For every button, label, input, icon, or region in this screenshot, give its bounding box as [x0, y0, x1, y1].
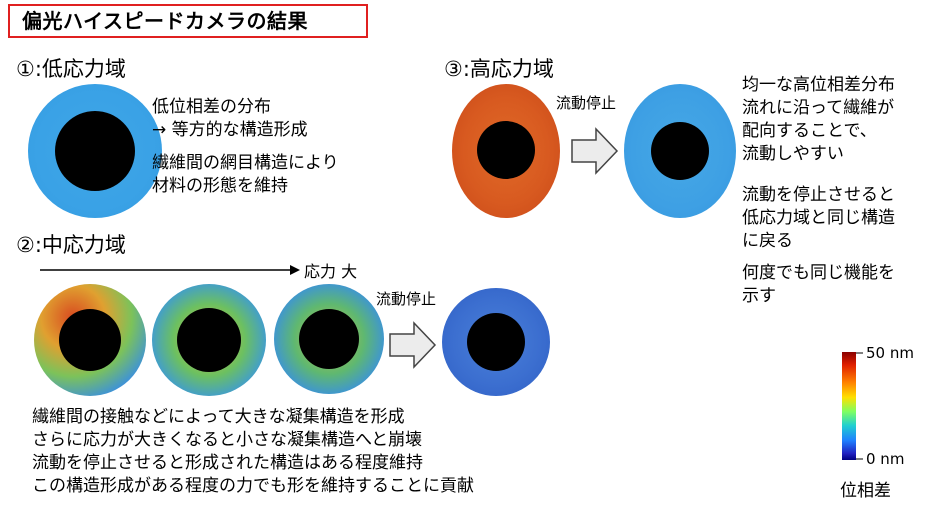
colorbar-min-label: 0 nm: [866, 450, 905, 468]
section1-desc1-line: → 等方的な構造形成: [152, 120, 308, 140]
section2-flow-stop-label: 流動停止: [376, 290, 437, 308]
colorbar: [842, 352, 856, 460]
right-text-block3: 何度でも同じ機能を 示す: [742, 262, 895, 308]
right-text-line: 均一な高位相差分布: [742, 75, 895, 95]
section2-desc-line: さらに応力が大きくなると小さな凝集構造へと崩壊: [32, 430, 423, 450]
section1-desc1-line: 低位相差の分布: [152, 97, 271, 117]
section2-desc: 繊維間の接触などによって大きな凝集構造を形成 さらに応力が大きくなると小さな凝集…: [32, 406, 474, 498]
colorbar-caption: 位相差: [840, 481, 891, 501]
right-text-line: 示す: [742, 286, 776, 306]
low-stress-ring-image: [28, 84, 162, 218]
section2-desc-line: 繊維間の接触などによって大きな凝集構造を形成: [32, 407, 405, 427]
stress-increase-label: 応力 大: [304, 262, 358, 281]
stress-increase-arrow: [40, 265, 300, 275]
right-text-line: に戻る: [742, 231, 793, 251]
right-text-line: 流動しやすい: [742, 144, 844, 164]
mid-stress-ring-image-1: [34, 284, 146, 396]
high-stress-after-stop-ring-image: [624, 84, 736, 218]
right-text-block1: 均一な高位相差分布 流れに沿って繊維が 配向することで、 流動しやすい: [742, 74, 895, 166]
section3-block-arrow-icon: [571, 127, 619, 175]
mid-stress-ring-image-2: [152, 284, 266, 396]
colorbar-max-label: 50 nm: [866, 344, 914, 362]
right-text-line: 何度でも同じ機能を: [742, 263, 895, 283]
section1-desc2-line: 材料の形態を維持: [152, 176, 288, 196]
right-text-line: 配向することで、: [742, 121, 877, 141]
colorbar-ticks: [856, 352, 863, 460]
page-title: 偏光ハイスピードカメラの結果: [8, 4, 368, 38]
right-text-line: 低応力域と同じ構造: [742, 208, 895, 228]
section2-block-arrow-icon: [389, 321, 437, 369]
section2-desc-line: 流動を停止させると形成された構造はある程度維持: [32, 453, 423, 473]
section1-desc2-line: 繊維間の網目構造により: [152, 153, 339, 173]
right-text-block2: 流動を停止させると 低応力域と同じ構造 に戻る: [742, 184, 895, 253]
section1-desc1: 低位相差の分布 → 等方的な構造形成: [152, 96, 308, 142]
section1-heading: ①:低応力域: [16, 57, 126, 81]
section1-desc2: 繊維間の網目構造により 材料の形態を維持: [152, 152, 339, 198]
section3-heading: ③:高応力域: [444, 57, 554, 81]
mid-stress-after-stop-ring-image: [442, 288, 550, 396]
right-text-line: 流動を停止させると: [742, 185, 895, 205]
mid-stress-ring-image-3: [274, 284, 384, 394]
section3-flow-stop-label: 流動停止: [556, 94, 617, 112]
right-text-line: 流れに沿って繊維が: [742, 98, 895, 118]
section2-heading: ②:中応力域: [16, 233, 126, 257]
high-stress-ring-image: [452, 84, 560, 218]
section2-desc-line: この構造形成がある程度の力でも形を維持することに貢献: [32, 476, 474, 496]
